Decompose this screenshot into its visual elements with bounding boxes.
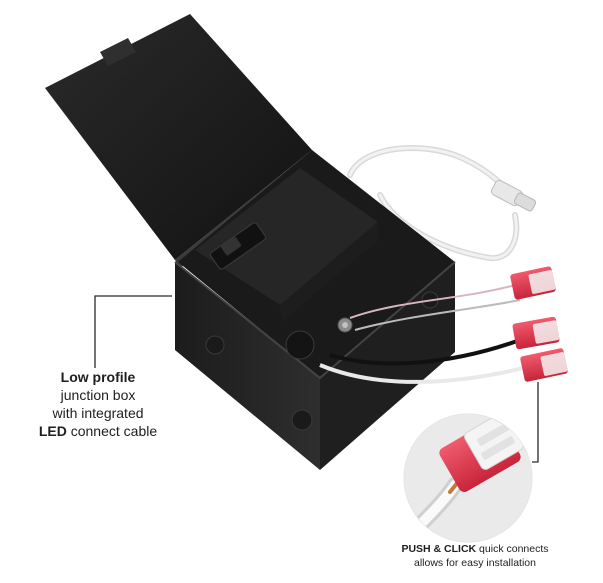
leader-lines <box>94 295 539 463</box>
callout-junction-box: Low profile junction box with integrated… <box>18 368 178 440</box>
callout-left-line1: Low profile <box>60 369 136 385</box>
callout-bottom-line1-bold: PUSH & CLICK <box>401 543 477 555</box>
switch-icon <box>210 222 266 270</box>
callout-left-line4-bold: LED <box>38 423 67 439</box>
callout-left-line3: with integrated <box>52 405 144 421</box>
callout-left-line2: junction box <box>60 387 136 403</box>
cable-plug <box>490 179 537 212</box>
junction-box-body <box>174 150 456 470</box>
callout-bottom-line1-rest: quick connects <box>476 543 549 555</box>
push-click-connector-middle <box>512 316 560 350</box>
push-click-connector-bottom <box>520 348 568 382</box>
callout-bottom-line2: allows for easy installation <box>414 557 536 569</box>
wires <box>319 284 536 384</box>
push-click-connector-top <box>510 266 556 300</box>
callout-push-click: PUSH & CLICK quick connects allows for e… <box>375 542 575 570</box>
callout-left-line4-rest: connect cable <box>66 423 158 439</box>
connector-zoom-detail <box>403 413 533 543</box>
